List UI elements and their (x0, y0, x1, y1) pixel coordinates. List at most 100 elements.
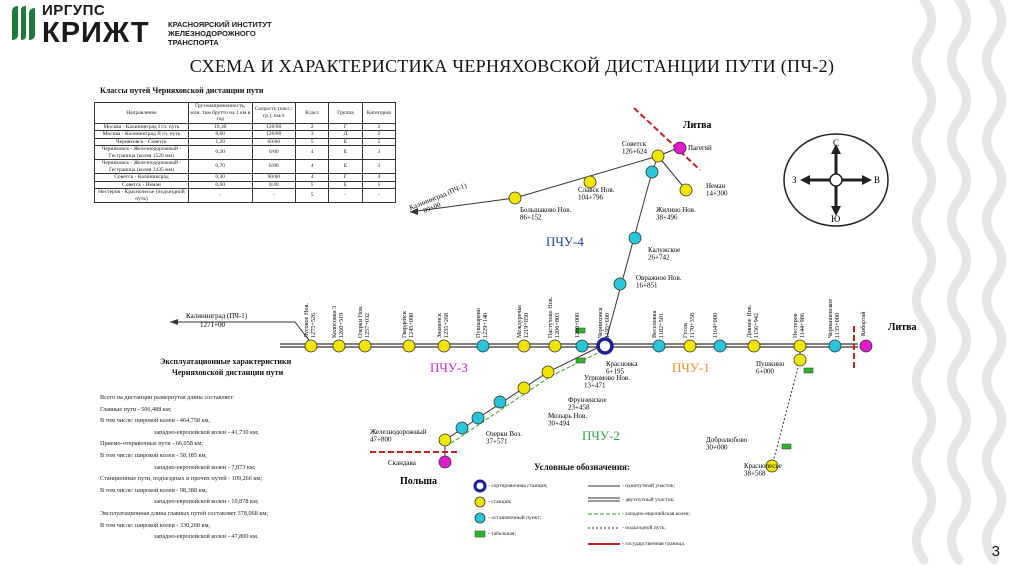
station-icon (548, 339, 562, 353)
station-icon (517, 381, 531, 395)
compass-icon (783, 133, 889, 227)
page-number: 3 (991, 543, 1000, 560)
station-label: 1164+000 (712, 313, 719, 338)
tabel-marker (803, 367, 814, 374)
table-header: Класс (294, 102, 330, 124)
north-border-line (633, 107, 701, 171)
stop-point-icon (645, 165, 659, 179)
table-row: Нестеров - Краснолесье (подъездной путь)… (94, 188, 397, 203)
ops-line: Всего на дистанции развернутая длина сос… (100, 394, 235, 401)
table-header: Скорость (пасс./гр.), км/ч (251, 102, 296, 124)
legend-item: - табельная; (488, 531, 516, 537)
station-label: Колосовка 31260+319 (331, 306, 345, 338)
ops-title-line1: Эксплуатационные характеристики (160, 357, 292, 366)
station-label: Гусев1170+358 (682, 313, 696, 338)
table-header: Грузонапряженность, млн. ткм брутто на 1… (187, 102, 253, 124)
logo-subtitle: КРАСНОЯРСКИЙ ИНСТИТУТ ЖЕЛЕЗНОДОРОЖНОГО Т… (168, 20, 272, 47)
ops-line: В том числе: широкой колеи - 58,185 км, (100, 451, 207, 459)
station-icon (304, 339, 318, 353)
station-icon (541, 365, 555, 379)
country-lithuania-top: Литва (683, 120, 712, 131)
ops-line: В том числе: широкой колеи - 464,758 км, (100, 417, 211, 425)
table-cell: - (361, 188, 397, 203)
logo-main-text: КРИЖТ (42, 17, 150, 49)
station-label: Овражное Нов.16+851 (636, 274, 682, 290)
stations-layer: Луговое Нов.1275+526 Колосовка 31260+319 О… (303, 140, 873, 478)
station-icon (651, 149, 665, 163)
station-label: Пушкарево1229+140 (475, 308, 489, 338)
station-label: 1200+000 (574, 313, 581, 338)
pchu3-label: ПЧУ-3 (430, 360, 468, 375)
station-icon (793, 353, 807, 367)
country-poland: Польша (400, 476, 437, 487)
stop-point-icon (713, 339, 727, 353)
legend-item: - двухпутный участок; (622, 497, 675, 503)
compass-north: С (833, 138, 839, 148)
station-label: Гвардейск1245+098 (401, 310, 415, 338)
station-label: Угрюмово Нов.13+471 (584, 374, 630, 390)
station-icon (402, 339, 416, 353)
ops-line: западно-европейской колеи - 7,873 км; (154, 463, 256, 471)
compass-west: З (792, 175, 797, 185)
ops-line: В том числе: широкой колеи - 98,388 км, (100, 486, 207, 494)
sovetsk-kaliningrad-line (409, 155, 659, 213)
kaliningrad-arrowhead (170, 319, 178, 325)
station-label: Озерки Нов.1257+032 (357, 305, 371, 338)
station-icon (332, 339, 346, 353)
ops-title: Эксплуатационные характеристики Черняхов… (160, 356, 291, 378)
station-label: Мозырь Нов.30+494 (548, 412, 587, 428)
logo-top-text: ИРГУПС (42, 2, 106, 19)
legend-item: - государственная граница. (622, 541, 686, 547)
station-icon (508, 191, 522, 205)
kaliningrad-main-label: Калининград (ПЧ-1)1271+00 (186, 312, 248, 329)
legend-item: - сортировочная станция; (488, 483, 548, 489)
compass-south: Ю (831, 214, 840, 224)
station-label: Пагегяй (688, 144, 712, 152)
stop-point-icon (471, 411, 485, 425)
station-icon (747, 339, 761, 353)
country-lithuania-right: Литва (888, 322, 917, 333)
sorting-station-icon (596, 337, 614, 355)
table-header: Направление (94, 102, 189, 124)
legend-item: - подъездной путь; (622, 525, 666, 531)
station-label: Дивное Нов.1156+942 (746, 304, 760, 338)
neman-line (657, 155, 687, 191)
station-label: Луговое Нов.1275+526 (303, 303, 317, 338)
legend-item: - западно-европейская колея; (622, 511, 691, 517)
station-label: Знаменск1235+268 (436, 312, 450, 338)
station-label: Междуречье1219+850 (516, 305, 530, 338)
decorative-pattern (912, 0, 1006, 565)
station-icon (583, 175, 597, 189)
table-cell: 3 (361, 159, 397, 174)
legend-sort-icon (473, 479, 487, 493)
table-cell: Нестеров - Краснолесье (подъездной путь) (94, 188, 189, 203)
stop-point-icon (613, 277, 627, 291)
station-icon (683, 339, 697, 353)
ops-line: западно-европейской колеи - 41,730 км; (154, 428, 259, 436)
station-label: Жилино Нов.38+496 (656, 206, 696, 222)
tabel-marker (781, 443, 792, 450)
station-label: Скандава (388, 459, 417, 467)
ops-line: Главные пути - 506,488 км; (100, 405, 172, 413)
pchu2-label: ПЧУ-2 (582, 428, 620, 443)
ops-line: западно-европейской колеи - 47,800 км. (154, 533, 259, 541)
track-classes-table: Направление Грузонапряженность, млн. ткм… (94, 102, 397, 203)
station-label: Веселовка1182+501 (651, 310, 665, 338)
station-icon (679, 183, 693, 197)
station-icon (517, 339, 531, 353)
ops-line: Станционные пути, подъездных и прочих пу… (100, 475, 263, 483)
legend-item: - однопутный участок; (622, 483, 676, 489)
stop-point-icon (476, 339, 490, 353)
station-icon (438, 433, 452, 447)
station-label: Черняховск1195+600 (597, 306, 611, 338)
foreign-station-icon (673, 141, 687, 155)
